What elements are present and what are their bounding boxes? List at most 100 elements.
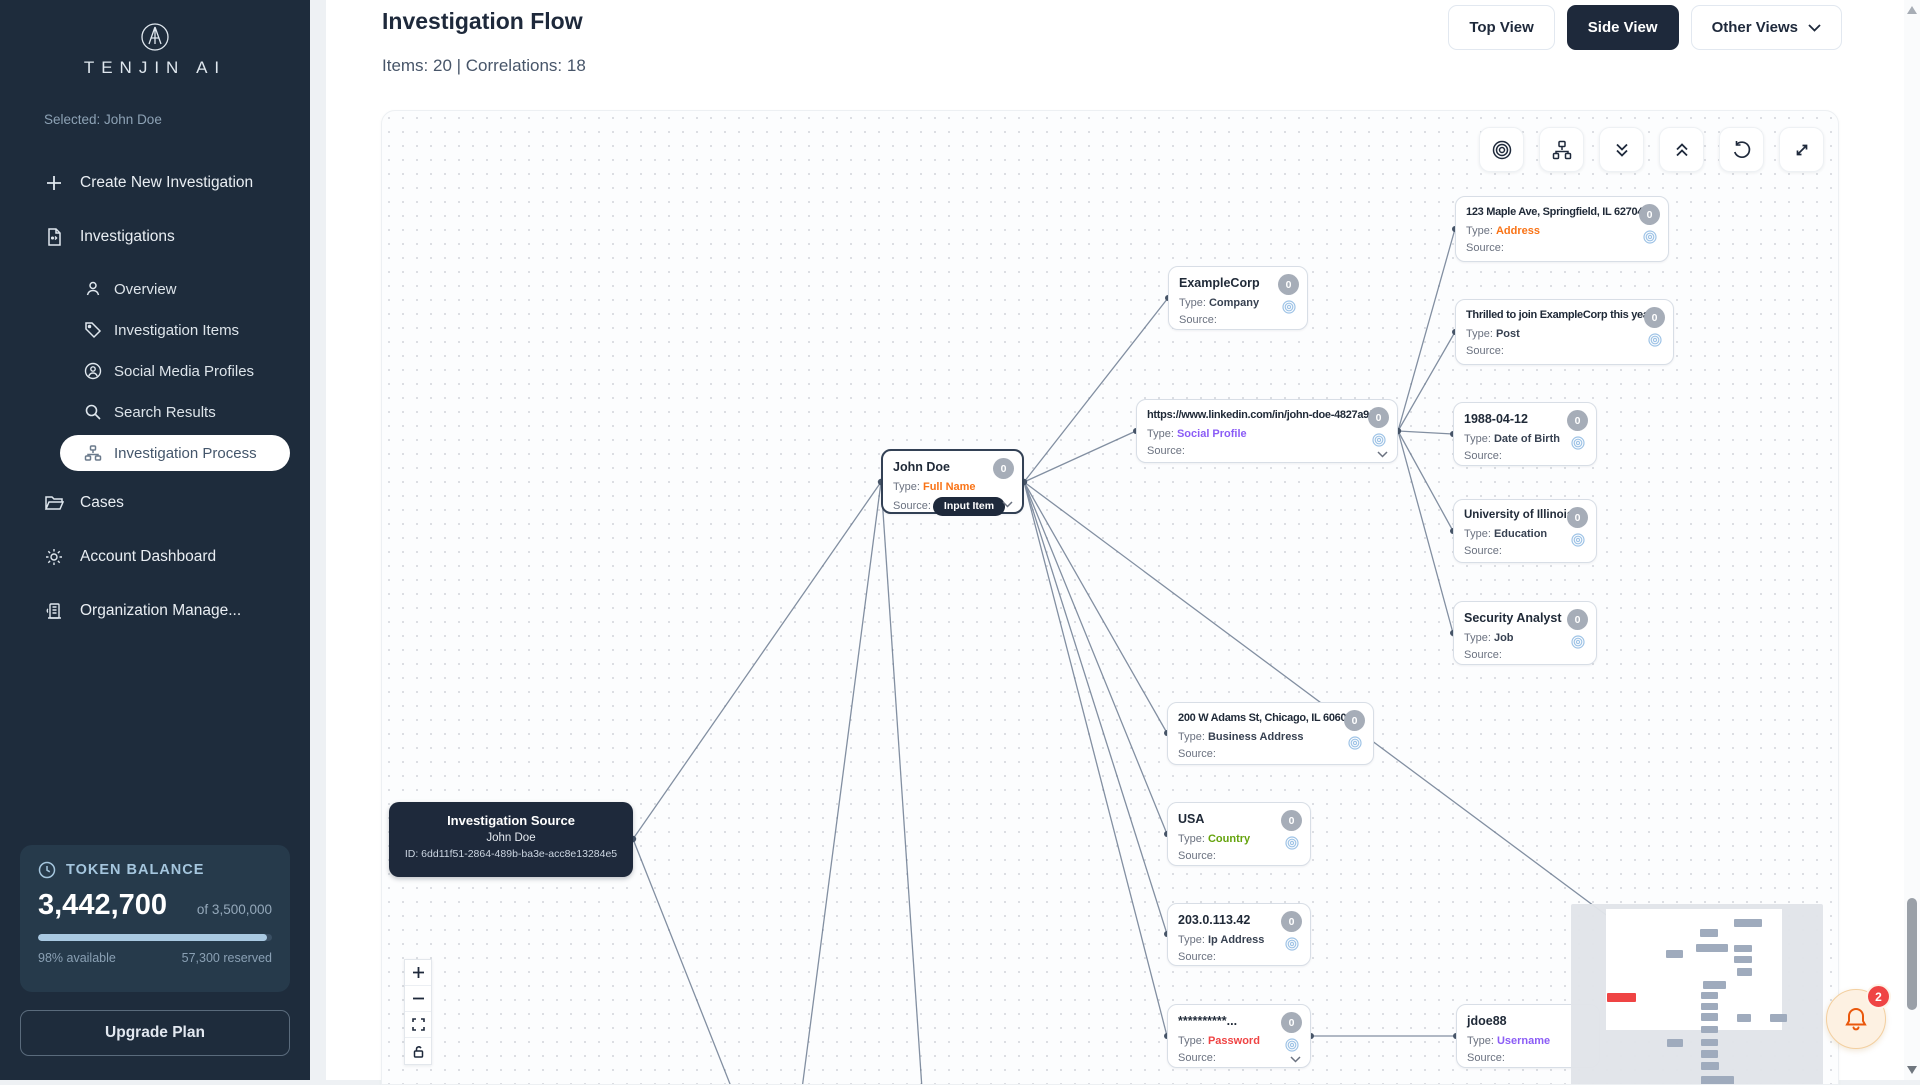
lock-toggle-button[interactable] — [405, 1038, 431, 1064]
node-education[interactable]: University of Illinois 0 Type: Education… — [1453, 499, 1597, 563]
plus-icon — [47, 176, 61, 190]
correlate-icon[interactable] — [1372, 433, 1386, 447]
expand-diagonal-icon — [1796, 144, 1807, 155]
page-scrollbar[interactable] — [1904, 0, 1920, 1080]
scrollbar-thumb[interactable] — [1907, 898, 1917, 1010]
source-node-name: John Doe — [486, 832, 536, 844]
source-label: Source: — [1179, 313, 1217, 326]
node-badge: 0 — [993, 458, 1014, 479]
token-progress-fill — [38, 934, 268, 941]
chevron-down-icon[interactable] — [1002, 501, 1013, 508]
tag-icon — [85, 322, 102, 339]
scroll-up-arrow[interactable] — [1907, 6, 1917, 14]
node-badge: 0 — [1567, 609, 1588, 630]
sidebar-item-search-results[interactable]: Search Results — [0, 394, 310, 430]
correlate-icon[interactable] — [1285, 836, 1299, 850]
type-label: Type: — [893, 481, 920, 493]
folder-icon — [44, 496, 64, 510]
other-views-button[interactable]: Other Views — [1690, 5, 1842, 50]
top-view-button[interactable]: Top View — [1448, 5, 1555, 50]
unlock-icon — [413, 1045, 423, 1058]
scroll-down-arrow[interactable] — [1907, 1066, 1917, 1074]
node-linkedin-profile[interactable]: https://www.linkedin.com/in/john-doe-482… — [1136, 399, 1398, 463]
correlate-icon[interactable] — [1285, 937, 1299, 951]
minimap-viewport[interactable] — [1606, 909, 1782, 1030]
node-badge: 0 — [1281, 911, 1302, 932]
sidebar-item-label: Account Dashboard — [80, 548, 217, 565]
correlate-icon[interactable] — [1282, 300, 1296, 314]
source-pill: Input Item — [932, 496, 1006, 517]
collapse-all-button[interactable] — [1599, 127, 1644, 172]
hierarchy-icon — [84, 445, 102, 461]
node-badge: 0 — [1281, 1012, 1302, 1033]
node-badge: 0 — [1278, 274, 1299, 295]
hierarchy-icon — [1552, 140, 1571, 159]
node-badge: 0 — [1344, 710, 1365, 731]
zoom-in-button[interactable] — [405, 960, 431, 986]
sidebar-nav: Create New Investigation Investigations … — [0, 163, 310, 631]
chevron-down-icon[interactable] — [1290, 1056, 1301, 1063]
type-label: Type: — [1178, 934, 1205, 946]
node-password[interactable]: **********... 0 Type: Password Source: — [1167, 1004, 1311, 1068]
source-label: Source: — [1466, 241, 1504, 254]
node-title: Security Analyst — [1464, 611, 1562, 625]
source-label: Source: — [1464, 544, 1502, 557]
correlate-icon[interactable] — [1648, 333, 1662, 347]
sidebar-item-social-media-profiles[interactable]: Social Media Profiles — [0, 353, 310, 389]
sidebar-item-organization-management[interactable]: Organization Manage... — [0, 591, 310, 631]
correlate-icon[interactable] — [1571, 436, 1585, 450]
document-icon — [48, 228, 61, 246]
node-john-doe[interactable]: John Doe 0 Type: Full Name Source:Input … — [881, 449, 1024, 517]
sidebar-item-cases[interactable]: Cases — [0, 483, 310, 523]
sidebar-item-account-dashboard[interactable]: Account Dashboard — [0, 537, 310, 577]
sidebar-item-label: Investigation Items — [114, 321, 240, 339]
node-date-of-birth[interactable]: 1988-04-12 0 Type: Date of Birth Source: — [1453, 402, 1597, 466]
fullscreen-button[interactable] — [1779, 127, 1824, 172]
sidebar-item-overview[interactable]: Overview — [0, 271, 310, 307]
correlate-icon[interactable] — [1348, 736, 1362, 750]
node-title: jdoe88 — [1467, 1014, 1507, 1028]
zoom-out-button[interactable] — [405, 986, 431, 1012]
node-title: 200 W Adams St, Chicago, IL 60606 — [1178, 712, 1353, 724]
flow-canvas[interactable]: John Doe 0 Type: Full Name Source:Input … — [381, 110, 1839, 1085]
source-node-id: ID: 6dd11f51-2864-489b-ba3e-acc8e13284e5 — [404, 848, 618, 860]
node-country[interactable]: USA 0 Type: Country Source: — [1167, 802, 1311, 866]
type-label: Type: — [1147, 428, 1174, 440]
sidebar-item-investigation-process[interactable]: Investigation Process — [60, 435, 290, 471]
source-label: Source: — [1467, 1051, 1505, 1064]
node-investigation-source[interactable]: Investigation Source John Doe ID: 6dd11f… — [389, 802, 633, 877]
correlate-icon[interactable] — [1571, 635, 1585, 649]
node-post-thrilled[interactable]: Thrilled to join ExampleCorp this year. … — [1455, 299, 1674, 365]
fit-view-button[interactable] — [405, 1012, 431, 1038]
type-value: Job — [1493, 632, 1514, 644]
side-view-button[interactable]: Side View — [1566, 5, 1679, 50]
sidebar-item-investigation-items[interactable]: Investigation Items — [0, 312, 310, 348]
layout-hierarchy-button[interactable] — [1539, 127, 1584, 172]
type-label: Type: — [1178, 1035, 1205, 1047]
sidebar-item-create-investigation[interactable]: Create New Investigation — [0, 163, 310, 203]
focus-target-button[interactable] — [1479, 127, 1524, 172]
type-value: Password — [1207, 1035, 1260, 1047]
reset-layout-button[interactable] — [1719, 127, 1764, 172]
minimap[interactable] — [1571, 904, 1823, 1084]
node-title: John Doe — [893, 460, 950, 474]
expand-all-button[interactable] — [1659, 127, 1704, 172]
correlate-icon[interactable] — [1285, 1038, 1299, 1052]
node-examplecorp[interactable]: ExampleCorp 0 Type: Company Source: — [1168, 266, 1308, 330]
node-title: Thrilled to join ExampleCorp this year. — [1466, 309, 1655, 321]
upgrade-plan-button[interactable]: Upgrade Plan — [20, 1010, 290, 1056]
source-label: Source: — [1178, 849, 1216, 862]
correlate-icon[interactable] — [1571, 533, 1585, 547]
source-label: Source: — [1466, 344, 1504, 357]
sidebar-item-investigations[interactable]: Investigations — [0, 217, 310, 257]
node-job[interactable]: Security Analyst 0 Type: Job Source: — [1453, 601, 1597, 665]
token-balance-total: of 3,500,000 — [196, 902, 272, 917]
type-value: Post — [1495, 328, 1520, 340]
correlate-icon[interactable] — [1643, 230, 1657, 244]
sidebar-item-label: Create New Investigation — [80, 174, 254, 191]
node-business-address[interactable]: 200 W Adams St, Chicago, IL 60606 0 Type… — [1167, 702, 1374, 765]
chevron-down-icon[interactable] — [1377, 451, 1388, 458]
node-address-maple[interactable]: 123 Maple Ave, Springfield, IL 62704 0 T… — [1455, 196, 1669, 262]
main-content: Investigation Flow Items: 20 | Correlati… — [326, 0, 1904, 1085]
node-ip-address[interactable]: 203.0.113.42 0 Type: Ip Address Source: — [1167, 903, 1311, 966]
